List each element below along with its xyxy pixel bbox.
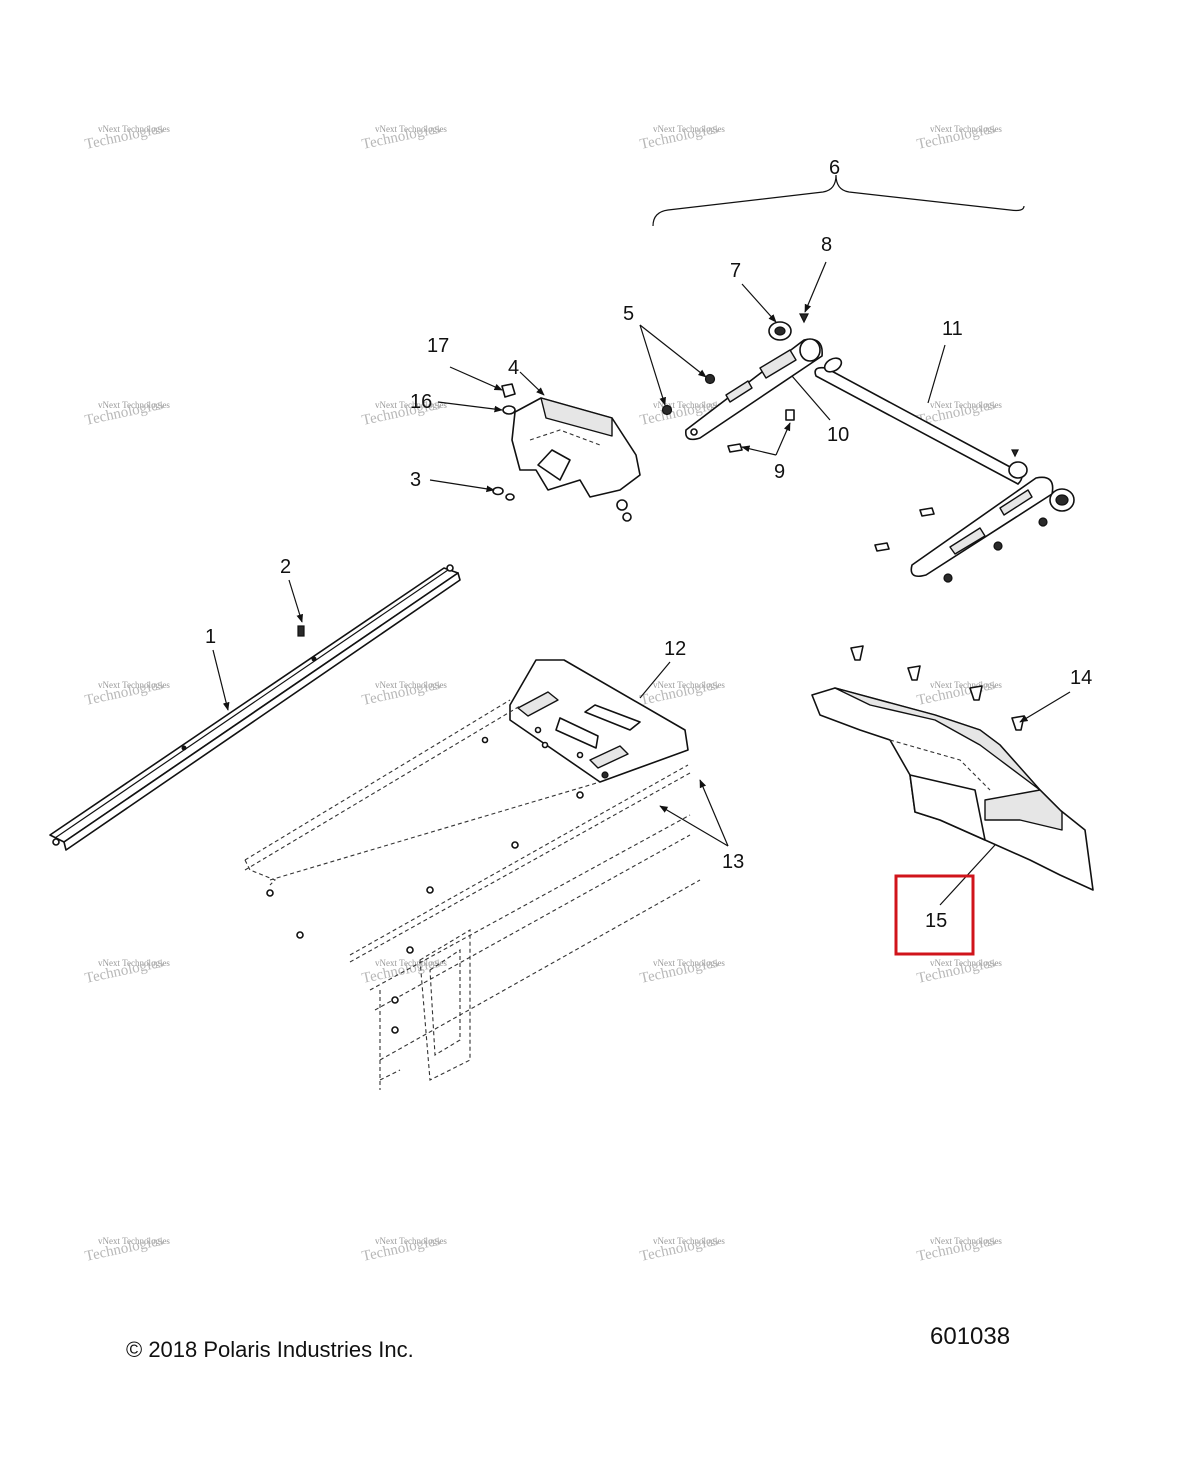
part-7-bushing[interactable] — [768, 321, 792, 341]
part-16-washer[interactable] — [502, 405, 516, 415]
callout-17: 17 — [427, 335, 449, 357]
part-1-rail[interactable] — [49, 564, 461, 851]
copyright-text: © 2018 Polaris Industries Inc. — [126, 1337, 414, 1362]
watermark: vNext Technologies Technologies — [84, 397, 171, 429]
watermark: vNext Technologies Technologies — [361, 955, 448, 987]
watermark: vNext Technologies Technologies — [361, 397, 448, 429]
svg-text:vNext Technologies: vNext Technologies — [98, 1236, 170, 1246]
svg-text:vNext Technologies: vNext Technologies — [930, 958, 1002, 968]
svg-text:vNext Technologies: vNext Technologies — [98, 400, 170, 410]
part-8-fitting[interactable] — [799, 313, 809, 324]
part-4-bracket-cover[interactable] — [511, 397, 641, 522]
callout-12: 12 — [664, 638, 686, 660]
watermark: vNext Technologies Technologies — [916, 677, 1003, 709]
svg-text:vNext Technologies: vNext Technologies — [930, 124, 1002, 134]
watermark: vNext Technologies Technologies — [84, 955, 171, 987]
watermark: vNext Technologies Technologies — [361, 1233, 448, 1265]
diagram-number: 601038 — [930, 1323, 1011, 1350]
callout-labels: 1 2 3 4 5 6 7 8 9 10 11 12 13 14 15 16 1… — [205, 157, 1092, 932]
part-13-bed-rail[interactable] — [244, 699, 701, 1090]
watermark: vNext Technologies Technologies — [639, 121, 726, 153]
watermark: vNext Technologies Technologies — [361, 121, 448, 153]
callout-10: 10 — [827, 424, 849, 446]
callout-14: 14 — [1070, 667, 1092, 689]
part-11-tube[interactable] — [814, 355, 1028, 485]
svg-text:vNext Technologies: vNext Technologies — [375, 1236, 447, 1246]
callout-2: 2 — [280, 556, 291, 578]
part-12-plate[interactable] — [509, 659, 689, 783]
callout-7: 7 — [730, 260, 741, 282]
svg-text:vNext Technologies: vNext Technologies — [375, 400, 447, 410]
callout-16: 16 — [410, 391, 432, 413]
svg-text:vNext Technologies: vNext Technologies — [653, 400, 725, 410]
part-5-nut[interactable] — [661, 373, 716, 416]
part-10-arm-right[interactable] — [910, 449, 1075, 583]
svg-text:vNext Technologies: vNext Technologies — [930, 400, 1002, 410]
svg-text:vNext Technologies: vNext Technologies — [375, 124, 447, 134]
svg-text:vNext Technologies: vNext Technologies — [98, 680, 170, 690]
callout-6: 6 — [829, 157, 840, 179]
svg-text:vNext Technologies: vNext Technologies — [653, 958, 725, 968]
part-15-fender[interactable] — [811, 687, 1094, 891]
watermark: vNext Technologies Technologies — [916, 1233, 1003, 1265]
svg-text:vNext Technologies: vNext Technologies — [653, 124, 725, 134]
callout-5: 5 — [623, 303, 634, 325]
svg-text:vNext Technologies: vNext Technologies — [98, 124, 170, 134]
part-9-bolt[interactable] — [727, 409, 935, 552]
part-3-fastener[interactable] — [492, 486, 515, 501]
watermark: vNext Technologies Technologies — [639, 1233, 726, 1265]
callout-15: 15 — [925, 910, 947, 932]
callout-13: 13 — [722, 851, 744, 873]
callout-3: 3 — [410, 469, 421, 491]
svg-text:vNext Technologies: vNext Technologies — [375, 958, 447, 968]
callout-9: 9 — [774, 461, 785, 483]
svg-text:vNext Technologies: vNext Technologies — [653, 680, 725, 690]
part-2-screw[interactable] — [297, 625, 305, 637]
part-10-arm-left[interactable] — [684, 338, 823, 441]
watermark: vNext Technologies Technologies — [84, 1233, 171, 1265]
part-17-nut[interactable] — [501, 383, 516, 398]
highlight-box-callout-15 — [894, 874, 975, 956]
svg-text:vNext Technologies: vNext Technologies — [930, 1236, 1002, 1246]
svg-text:vNext Technologies: vNext Technologies — [98, 958, 170, 968]
watermark: vNext Technologies Technologies — [916, 955, 1003, 987]
part-6-brace — [652, 174, 1025, 227]
svg-text:vNext Technologies: vNext Technologies — [930, 680, 1002, 690]
callout-8: 8 — [821, 234, 832, 256]
callout-11: 11 — [942, 318, 963, 340]
watermark: vNext Technologies Technologies — [84, 121, 171, 153]
watermark: vNext Technologies Technologies — [84, 677, 171, 709]
watermark: vNext Technologies Technologies — [639, 955, 726, 987]
watermark: vNext Technologies Technologies — [916, 121, 1003, 153]
watermark: vNext Technologies Technologies — [361, 677, 448, 709]
callout-1: 1 — [205, 626, 216, 648]
svg-text:vNext Technologies: vNext Technologies — [653, 1236, 725, 1246]
part-14-push-pin[interactable] — [850, 645, 1025, 731]
svg-text:vNext Technologies: vNext Technologies — [375, 680, 447, 690]
callout-4: 4 — [508, 357, 519, 379]
leader-lines — [212, 174, 1071, 906]
watermark: vNext Technologies Technologies — [639, 677, 726, 709]
